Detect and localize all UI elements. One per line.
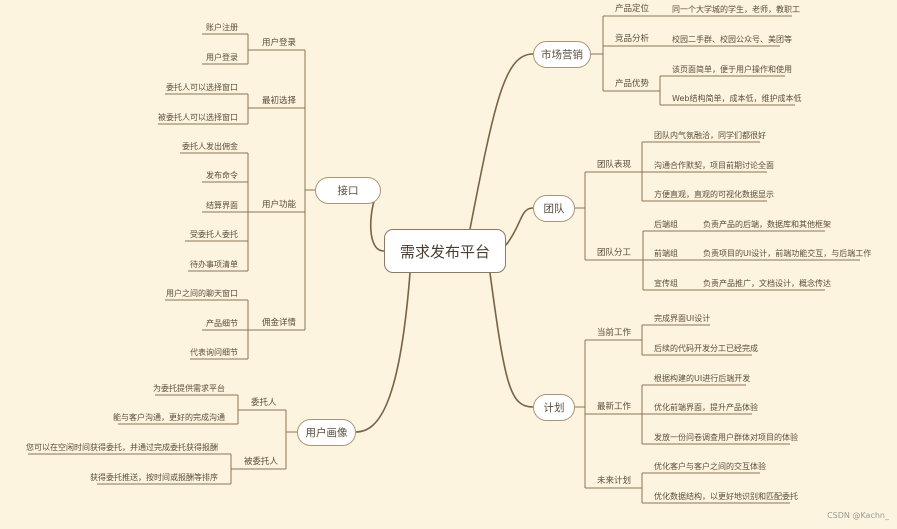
subtopic-advantages[interactable]: 产品优势 <box>615 79 650 89</box>
leaf[interactable]: 被委托人可以选择窗口 <box>158 113 238 122</box>
leaf[interactable]: 后续的代码开发分工已经完成 <box>654 344 758 353</box>
subtopic-future-plan[interactable]: 未来计划 <box>597 476 632 486</box>
topic-user-persona[interactable]: 用户画像 <box>297 419 356 446</box>
leaf[interactable]: 负责产品推广，文档设计，概念传达 <box>703 279 831 288</box>
subtopic-initial-choice[interactable]: 最初选择 <box>262 96 297 106</box>
subtopic-team-performance[interactable]: 团队表现 <box>597 160 632 170</box>
subtopic-user-functions[interactable]: 用户功能 <box>262 200 297 210</box>
leaf[interactable]: Web结构简单，成本低，维护成本低 <box>672 94 802 103</box>
leaf[interactable]: 委托人可以选择窗口 <box>166 83 238 92</box>
subtopic-commission-details[interactable]: 佣金详情 <box>262 318 297 328</box>
leaf[interactable]: 同一个大学城的学生，老师，教职工 <box>672 5 800 14</box>
subtopic-current-work[interactable]: 当前工作 <box>597 328 632 338</box>
subtopic-client[interactable]: 委托人 <box>251 398 277 408</box>
leaf[interactable]: 优化前端界面，提升产品体验 <box>654 403 758 412</box>
topic-plan[interactable]: 计划 <box>533 394 575 421</box>
group-backend[interactable]: 后端组 <box>654 220 678 229</box>
leaf[interactable]: 受委托人委托 <box>190 230 238 239</box>
leaf[interactable]: 完成界面UI设计 <box>654 314 711 323</box>
leaf[interactable]: 代表询问细节 <box>190 348 238 357</box>
leaf[interactable]: 产品细节 <box>206 319 238 328</box>
leaf[interactable]: 待办事项清单 <box>190 260 238 269</box>
leaf[interactable]: 优化数据结构，以更好地识别和匹配委托 <box>654 492 798 501</box>
leaf[interactable]: 结算界面 <box>206 201 238 210</box>
leaf[interactable]: 账户注册 <box>206 23 238 32</box>
subtopic-user-login[interactable]: 用户登录 <box>262 38 297 48</box>
subtopic-latest-work[interactable]: 最新工作 <box>597 402 632 412</box>
group-frontend[interactable]: 前端组 <box>654 249 678 258</box>
central-topic[interactable]: 需求发布平台 <box>384 229 506 273</box>
leaf[interactable]: 校园二手群、校园公众号、美团等 <box>672 35 792 44</box>
leaf[interactable]: 方便直观，直观的可视化数据显示 <box>654 190 774 199</box>
leaf[interactable]: 获得委托推送，按时间或报酬等排序 <box>90 473 218 482</box>
group-promotion[interactable]: 宣传组 <box>654 279 678 288</box>
leaf[interactable]: 发布命令 <box>206 171 238 180</box>
leaf[interactable]: 该页面简单，便于用户操作和使用 <box>672 65 792 74</box>
leaf[interactable]: 负责产品的后端，数据库和其他框架 <box>703 220 831 229</box>
leaf[interactable]: 为委托提供需求平台 <box>153 384 225 393</box>
watermark: CSDN @Kachn_ <box>827 511 889 520</box>
subtopic-team-division[interactable]: 团队分工 <box>597 248 632 258</box>
leaf[interactable]: 团队内气氛融洽，同学们都很好 <box>654 131 766 140</box>
topic-team[interactable]: 团队 <box>533 195 575 222</box>
subtopic-competitors[interactable]: 竞品分析 <box>615 34 650 44</box>
leaf[interactable]: 能与客户沟通，更好的完成沟通 <box>113 413 225 422</box>
leaf[interactable]: 委托人发出佣金 <box>182 142 238 151</box>
topic-interface[interactable]: 接口 <box>315 177 381 204</box>
topic-marketing[interactable]: 市场营销 <box>533 41 591 68</box>
leaf[interactable]: 用户之间的聊天窗口 <box>166 289 238 298</box>
leaf[interactable]: 沟通合作默契，项目前期讨论全面 <box>654 161 774 170</box>
leaf[interactable]: 发放一份问卷调查用户群体对项目的体验 <box>654 433 798 442</box>
leaf[interactable]: 根据构建的UI进行后端开发 <box>654 374 751 383</box>
leaf[interactable]: 负责项目的UI设计，前端功能交互，与后端工作 <box>703 249 872 258</box>
subtopic-positioning[interactable]: 产品定位 <box>615 4 650 14</box>
leaf[interactable]: 您可以在空闲时间获得委托，并通过完成委托获得报酬 <box>26 443 218 452</box>
subtopic-contractor[interactable]: 被委托人 <box>244 457 279 467</box>
leaf[interactable]: 用户登录 <box>206 53 238 62</box>
leaf[interactable]: 优化客户与客户之间的交互体验 <box>654 462 766 471</box>
